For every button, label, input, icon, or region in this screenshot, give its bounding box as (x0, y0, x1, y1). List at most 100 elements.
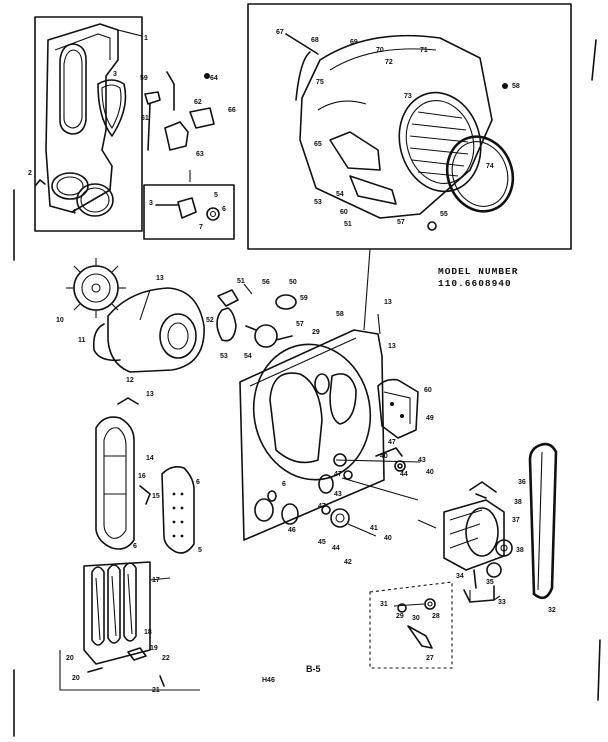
heater-box: 12 13 14 6 16 15 (95, 377, 160, 550)
motor-pulley (495, 539, 513, 557)
part-number: 14 (146, 455, 154, 462)
part-number: 67 (276, 29, 284, 36)
part-number: 13 (384, 299, 392, 306)
scan-edge-marks (13, 39, 601, 737)
inset-latch: 3 5 6 7 (143, 170, 235, 240)
drum-baffle-lower (349, 175, 397, 205)
part-number: 36 (518, 479, 526, 486)
part-number: 32 (548, 607, 556, 614)
blower-assembly: 10 11 13 (56, 258, 205, 373)
part-number: 47 (334, 471, 342, 478)
part-number: 71 (420, 47, 428, 54)
part-number: 72 (385, 59, 393, 66)
lamp-bulb (216, 307, 237, 342)
inset-box-border (34, 16, 143, 232)
part-number: 15 (152, 493, 160, 500)
drum-baffle (329, 131, 381, 171)
part-number: 1 (144, 35, 148, 42)
thermostat-lamp-group: 51 56 50 59 57 29 52 53 54 58 (206, 278, 344, 360)
part-number: 50 (289, 279, 297, 286)
part-number: 41 (370, 525, 378, 532)
switch-assembly (164, 121, 189, 151)
part-number: 37 (512, 517, 520, 524)
lamp-socket (217, 289, 239, 307)
element-housing (83, 561, 151, 665)
inset-drum: 67 68 69 70 71 72 73 58 74 75 65 53 54 6… (247, 3, 572, 331)
element-plate: 6 5 (161, 466, 202, 554)
part-number: 2 (28, 170, 32, 177)
part-number: 51 (344, 221, 352, 228)
part-number: 47 (318, 503, 326, 510)
page-id: B-5 (306, 664, 321, 674)
part-number: 31 (380, 601, 388, 608)
drum-seal (445, 135, 515, 213)
part-number: 35 (486, 579, 494, 586)
thermostat (254, 324, 278, 348)
part-number: 7 (199, 224, 203, 231)
part-number: 59 (300, 295, 308, 302)
part-number: 33 (498, 599, 506, 606)
part-number: 69 (350, 39, 358, 46)
part-number: 64 (210, 75, 218, 82)
heater-cover-plate: 60 49 (377, 378, 434, 439)
bulkhead-opening (252, 343, 372, 481)
model-label-line2: 110.6608940 (438, 278, 512, 289)
part-number: 40 (380, 453, 388, 460)
fan-wheel (73, 265, 119, 311)
part-number: 13 (388, 343, 396, 350)
part-number: 3 (149, 200, 153, 207)
part-number: 29 (312, 329, 320, 336)
door-switch (189, 107, 215, 129)
belt-loop (528, 442, 558, 600)
part-number: 52 (206, 317, 214, 324)
blower-housing (107, 287, 205, 373)
part-number: 63 (196, 151, 204, 158)
part-number: 34 (456, 573, 464, 580)
lens-gasket (97, 79, 127, 137)
part-number: 20 (66, 655, 74, 662)
idler-pulley (486, 562, 502, 578)
part-number: 61 (141, 115, 149, 122)
part-number: 55 (440, 211, 448, 218)
thermal-fuse (275, 294, 297, 310)
part-number: 5 (214, 192, 218, 199)
blower-inlet (159, 313, 197, 359)
part-number: 13 (146, 391, 154, 398)
rear-bulkhead: 13 13 46 6 (239, 299, 396, 541)
bracket (144, 91, 161, 105)
motor-endcap (465, 507, 499, 557)
part-number: 51 (237, 278, 245, 285)
part-number: 53 (314, 199, 322, 206)
part-number: 17 (152, 577, 160, 584)
part-number: 28 (432, 613, 440, 620)
inset-front-panel: 1 3 4 2 (28, 16, 148, 232)
bulkhead-panel (239, 329, 385, 541)
part-number: 68 (311, 37, 319, 44)
part-number: 46 (288, 527, 296, 534)
part-number: 40 (384, 535, 392, 542)
inset-drum-border (247, 3, 572, 250)
cover-plate (377, 378, 419, 439)
part-number: 45 (318, 539, 326, 546)
part-number: 54 (336, 191, 344, 198)
part-number: 44 (400, 471, 408, 478)
part-number: 57 (397, 219, 405, 226)
part-number: 10 (56, 317, 64, 324)
part-number: 6 (196, 479, 200, 486)
part-number: 60 (424, 387, 432, 394)
inset-idler-border (369, 581, 453, 669)
plate-shape (161, 466, 195, 554)
model-label: MODEL NUMBER 110.6608940 (438, 266, 517, 289)
part-number: 38 (514, 499, 522, 506)
part-number: 19 (150, 645, 158, 652)
part-number: 5 (198, 547, 202, 554)
part-number: 43 (334, 491, 342, 498)
part-number: 6 (222, 206, 226, 213)
latch-part (177, 197, 197, 219)
drum-body (299, 34, 493, 219)
part-number: 53 (220, 353, 228, 360)
part-number: 12 (126, 377, 134, 384)
part-number: 6 (282, 481, 286, 488)
part-number: 3 (113, 71, 117, 78)
